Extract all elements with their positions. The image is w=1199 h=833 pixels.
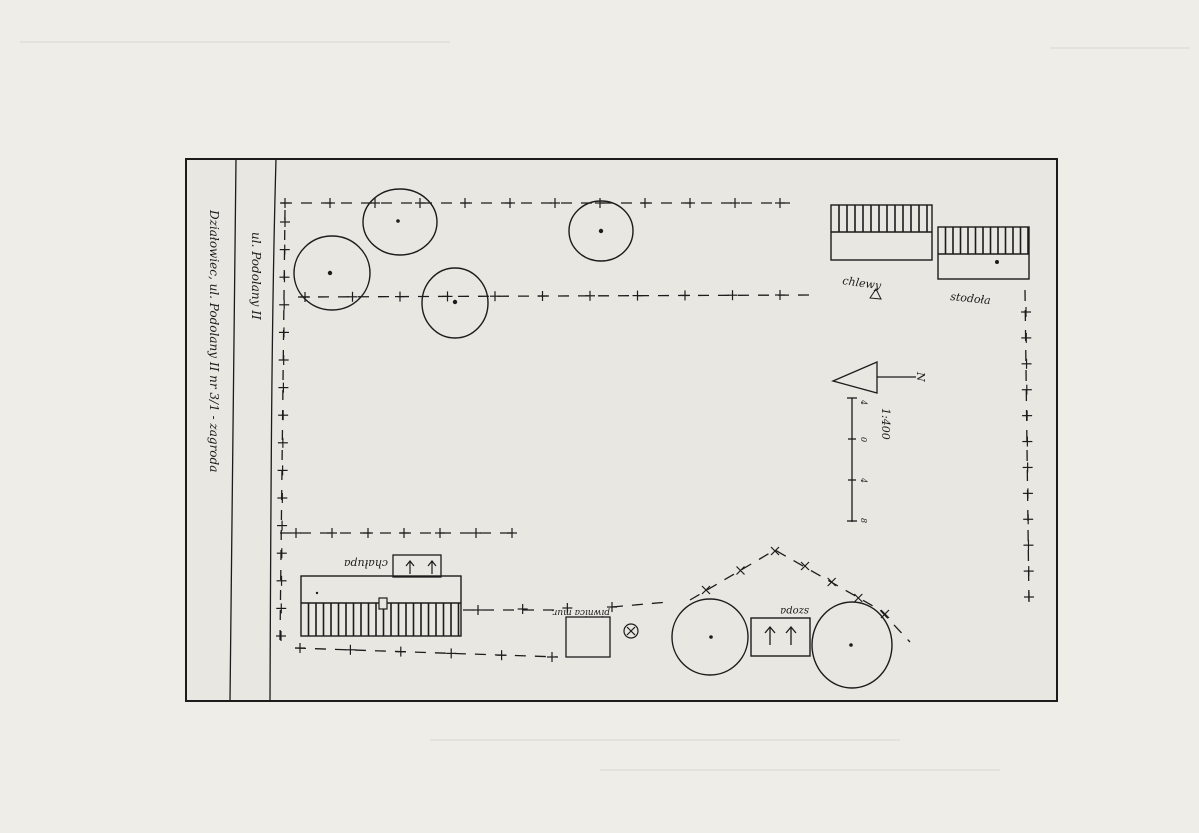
trees (293, 188, 893, 689)
scale-ratio-label: 1:400 (879, 408, 892, 440)
north-label: N (914, 371, 927, 382)
tree (293, 235, 371, 311)
scale-bar (847, 397, 857, 522)
street-name-label: ul. Podolany II (249, 232, 263, 320)
tree (362, 188, 438, 256)
shed-building (750, 617, 811, 657)
cottage-building (300, 554, 462, 637)
fence-lines (279, 202, 1030, 658)
scale-tick-label: 4 (859, 399, 868, 405)
cottage-label: chałupa (344, 557, 388, 570)
up-arrow-icon (405, 560, 437, 574)
tree (671, 598, 749, 676)
tree (421, 267, 489, 339)
cellar-label: piwnica mur. (551, 607, 610, 617)
tree-centers (327, 219, 853, 647)
scale-tick-label: 8 (859, 518, 868, 523)
address-label: Działowiec, ul. Podolany II nr 3/1 - zag… (207, 209, 221, 472)
scale-tick-labels: 4 0 4 8 (859, 399, 868, 523)
scale-tick-label: 4 (859, 477, 868, 483)
fence-cross-marks (276, 198, 1034, 662)
up-arrow-icon (764, 625, 797, 645)
scan-artifacts (20, 41, 1190, 771)
cellar-building (565, 616, 611, 658)
scale-tick-label: 0 (859, 437, 868, 442)
well-icon (623, 623, 639, 639)
barn-building (937, 226, 1030, 280)
tree (811, 601, 893, 689)
barn-label: stodoła (950, 290, 992, 307)
tree (568, 200, 634, 262)
shed-label: szopa (780, 605, 809, 616)
pigsties-label: chlewy (842, 274, 883, 292)
arrow-marker (869, 288, 882, 300)
pigsties-building (830, 204, 933, 261)
street (229, 158, 277, 702)
north-arrow (831, 361, 916, 394)
